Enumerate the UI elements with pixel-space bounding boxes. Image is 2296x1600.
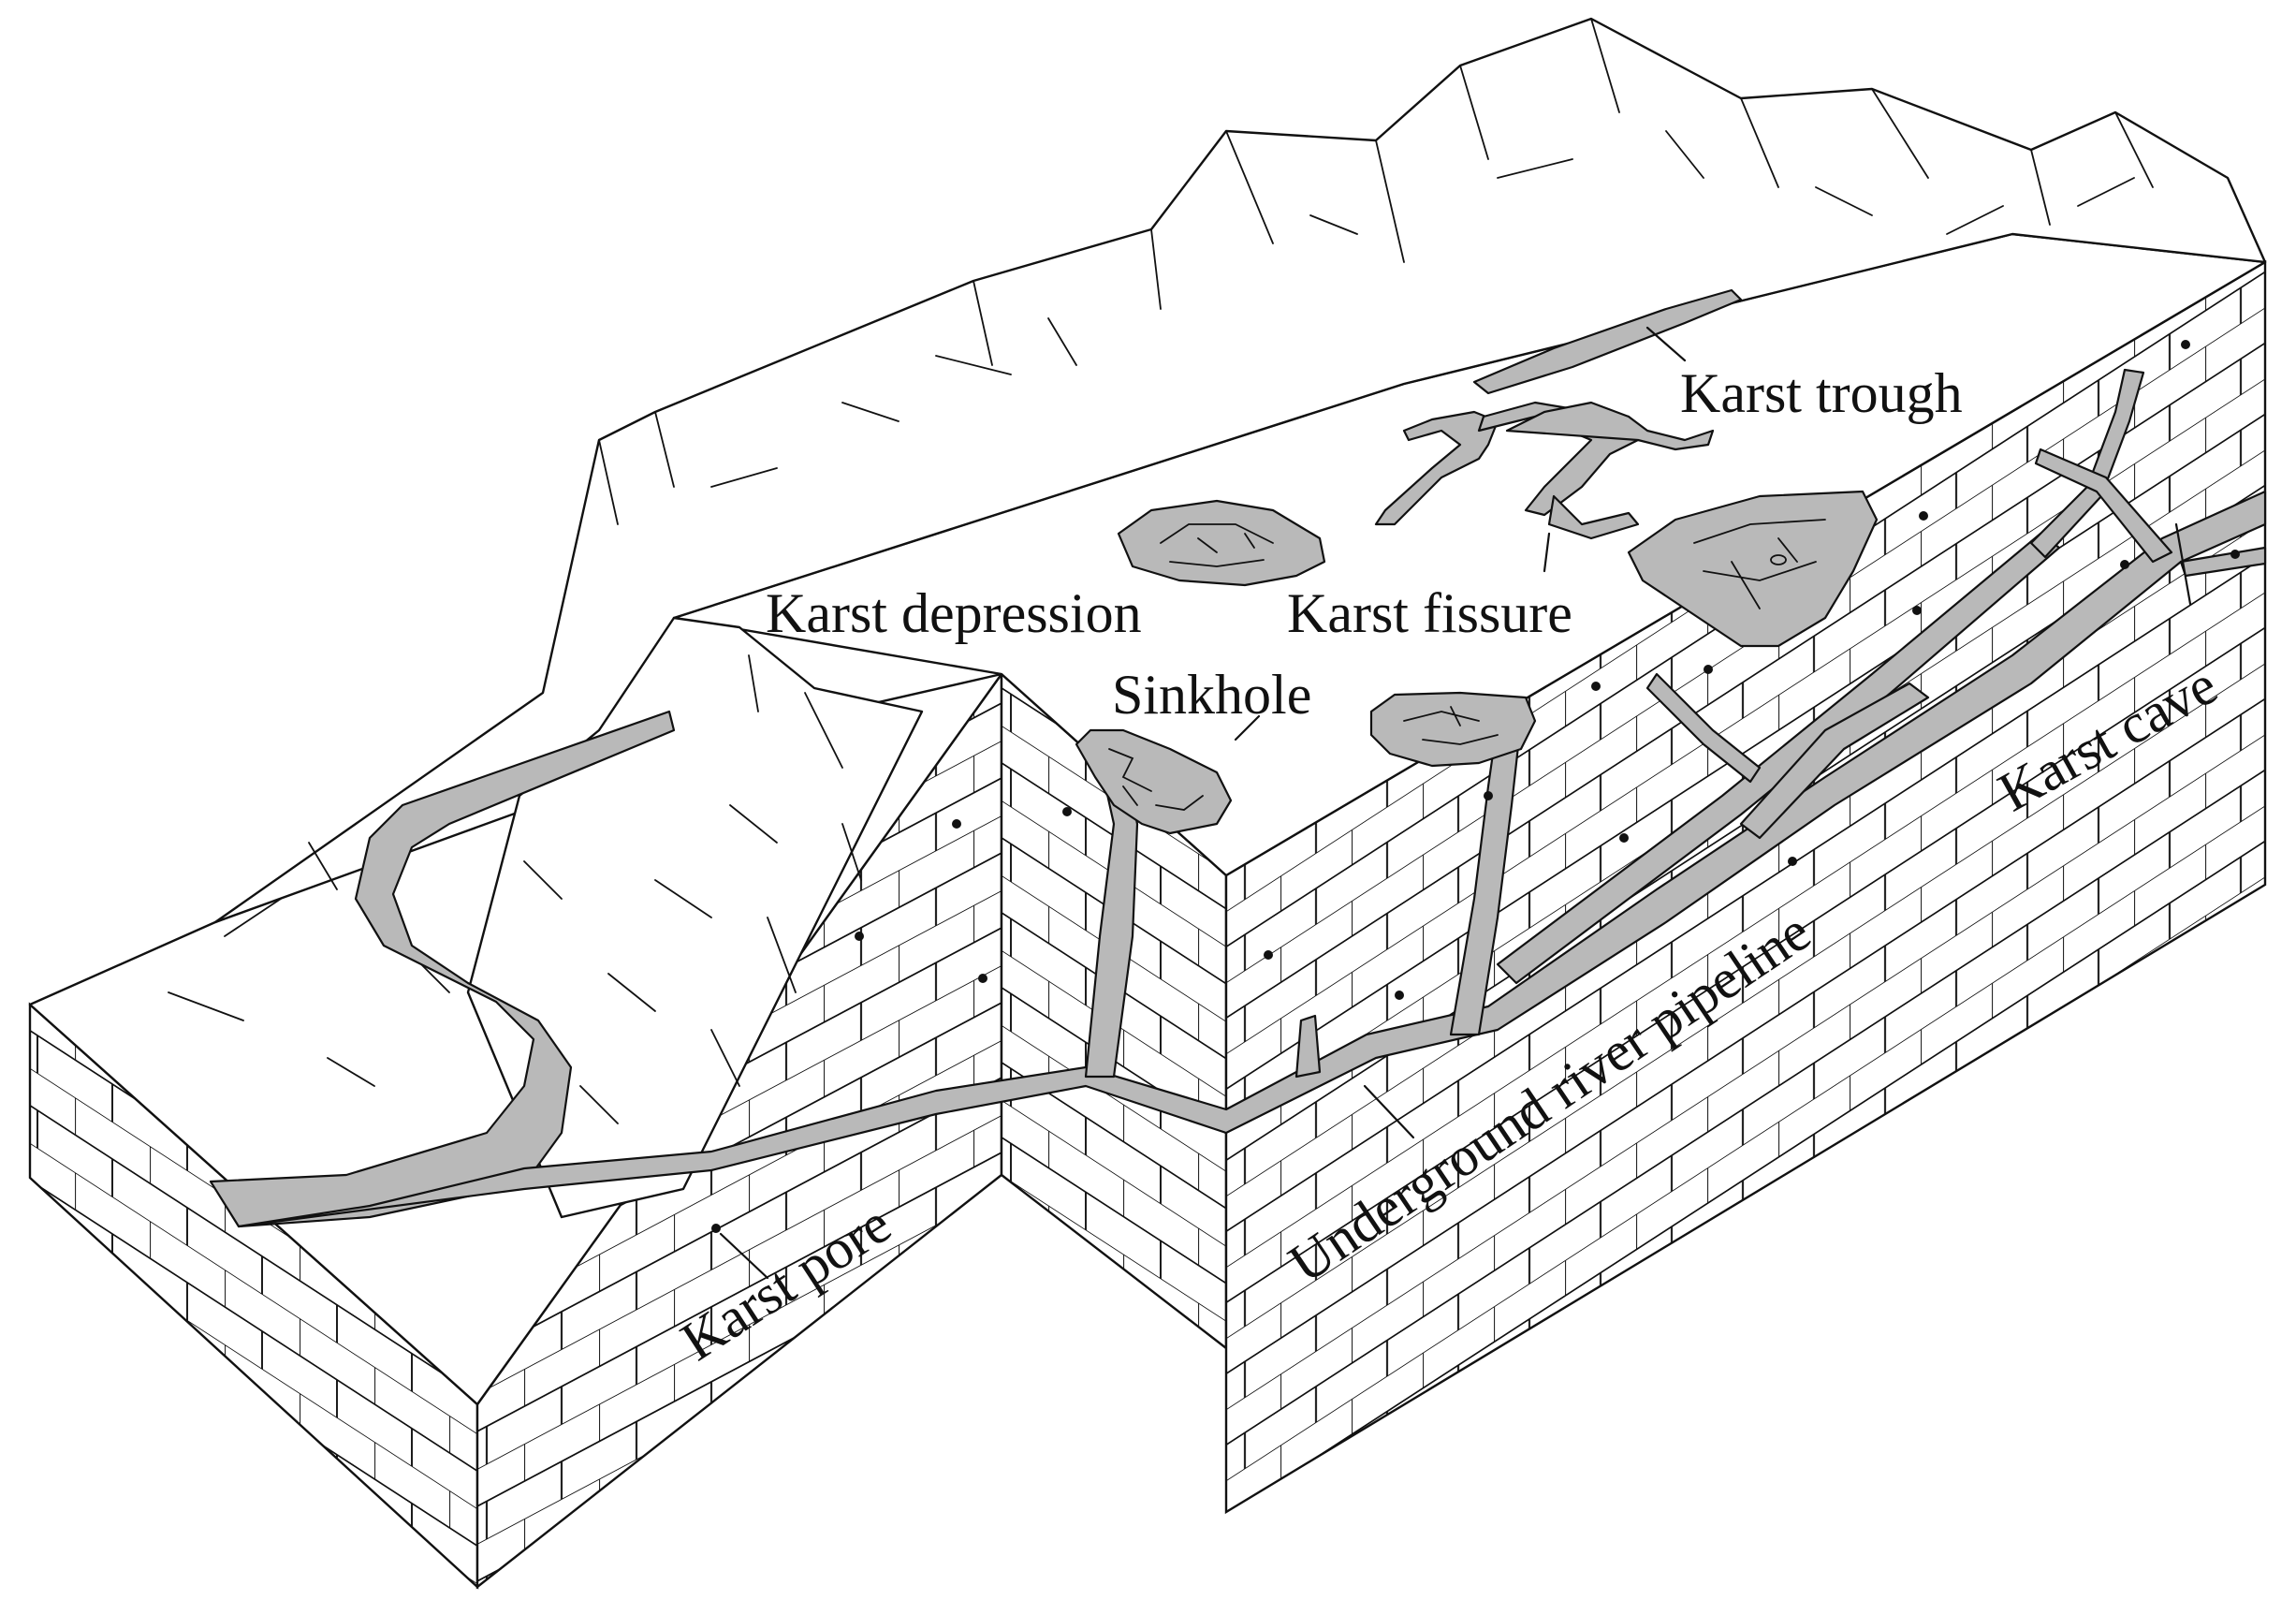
- karst-trough-groove: [1472, 288, 1743, 395]
- terrain-surface: [28, 17, 2267, 1406]
- sinkhole-shape: [1075, 728, 1233, 835]
- label-sinkhole: Sinkhole: [1112, 664, 1311, 726]
- label-karst-depression: Karst depression: [766, 582, 1142, 644]
- karst-depression-right-shape: [1627, 490, 1879, 648]
- underground-river-pipeline: [237, 368, 2267, 1228]
- karst-depression-shape: [1117, 499, 1326, 587]
- karst-pore-dots: [711, 340, 2240, 1233]
- karst-fissure-shape: [1374, 401, 1715, 540]
- sinkhole-right-shape: [1369, 691, 1537, 768]
- label-karst-trough: Karst trough: [1680, 362, 1963, 424]
- leader-lines: [719, 326, 2192, 1280]
- label-karst-fissure: Karst fissure: [1287, 582, 1572, 644]
